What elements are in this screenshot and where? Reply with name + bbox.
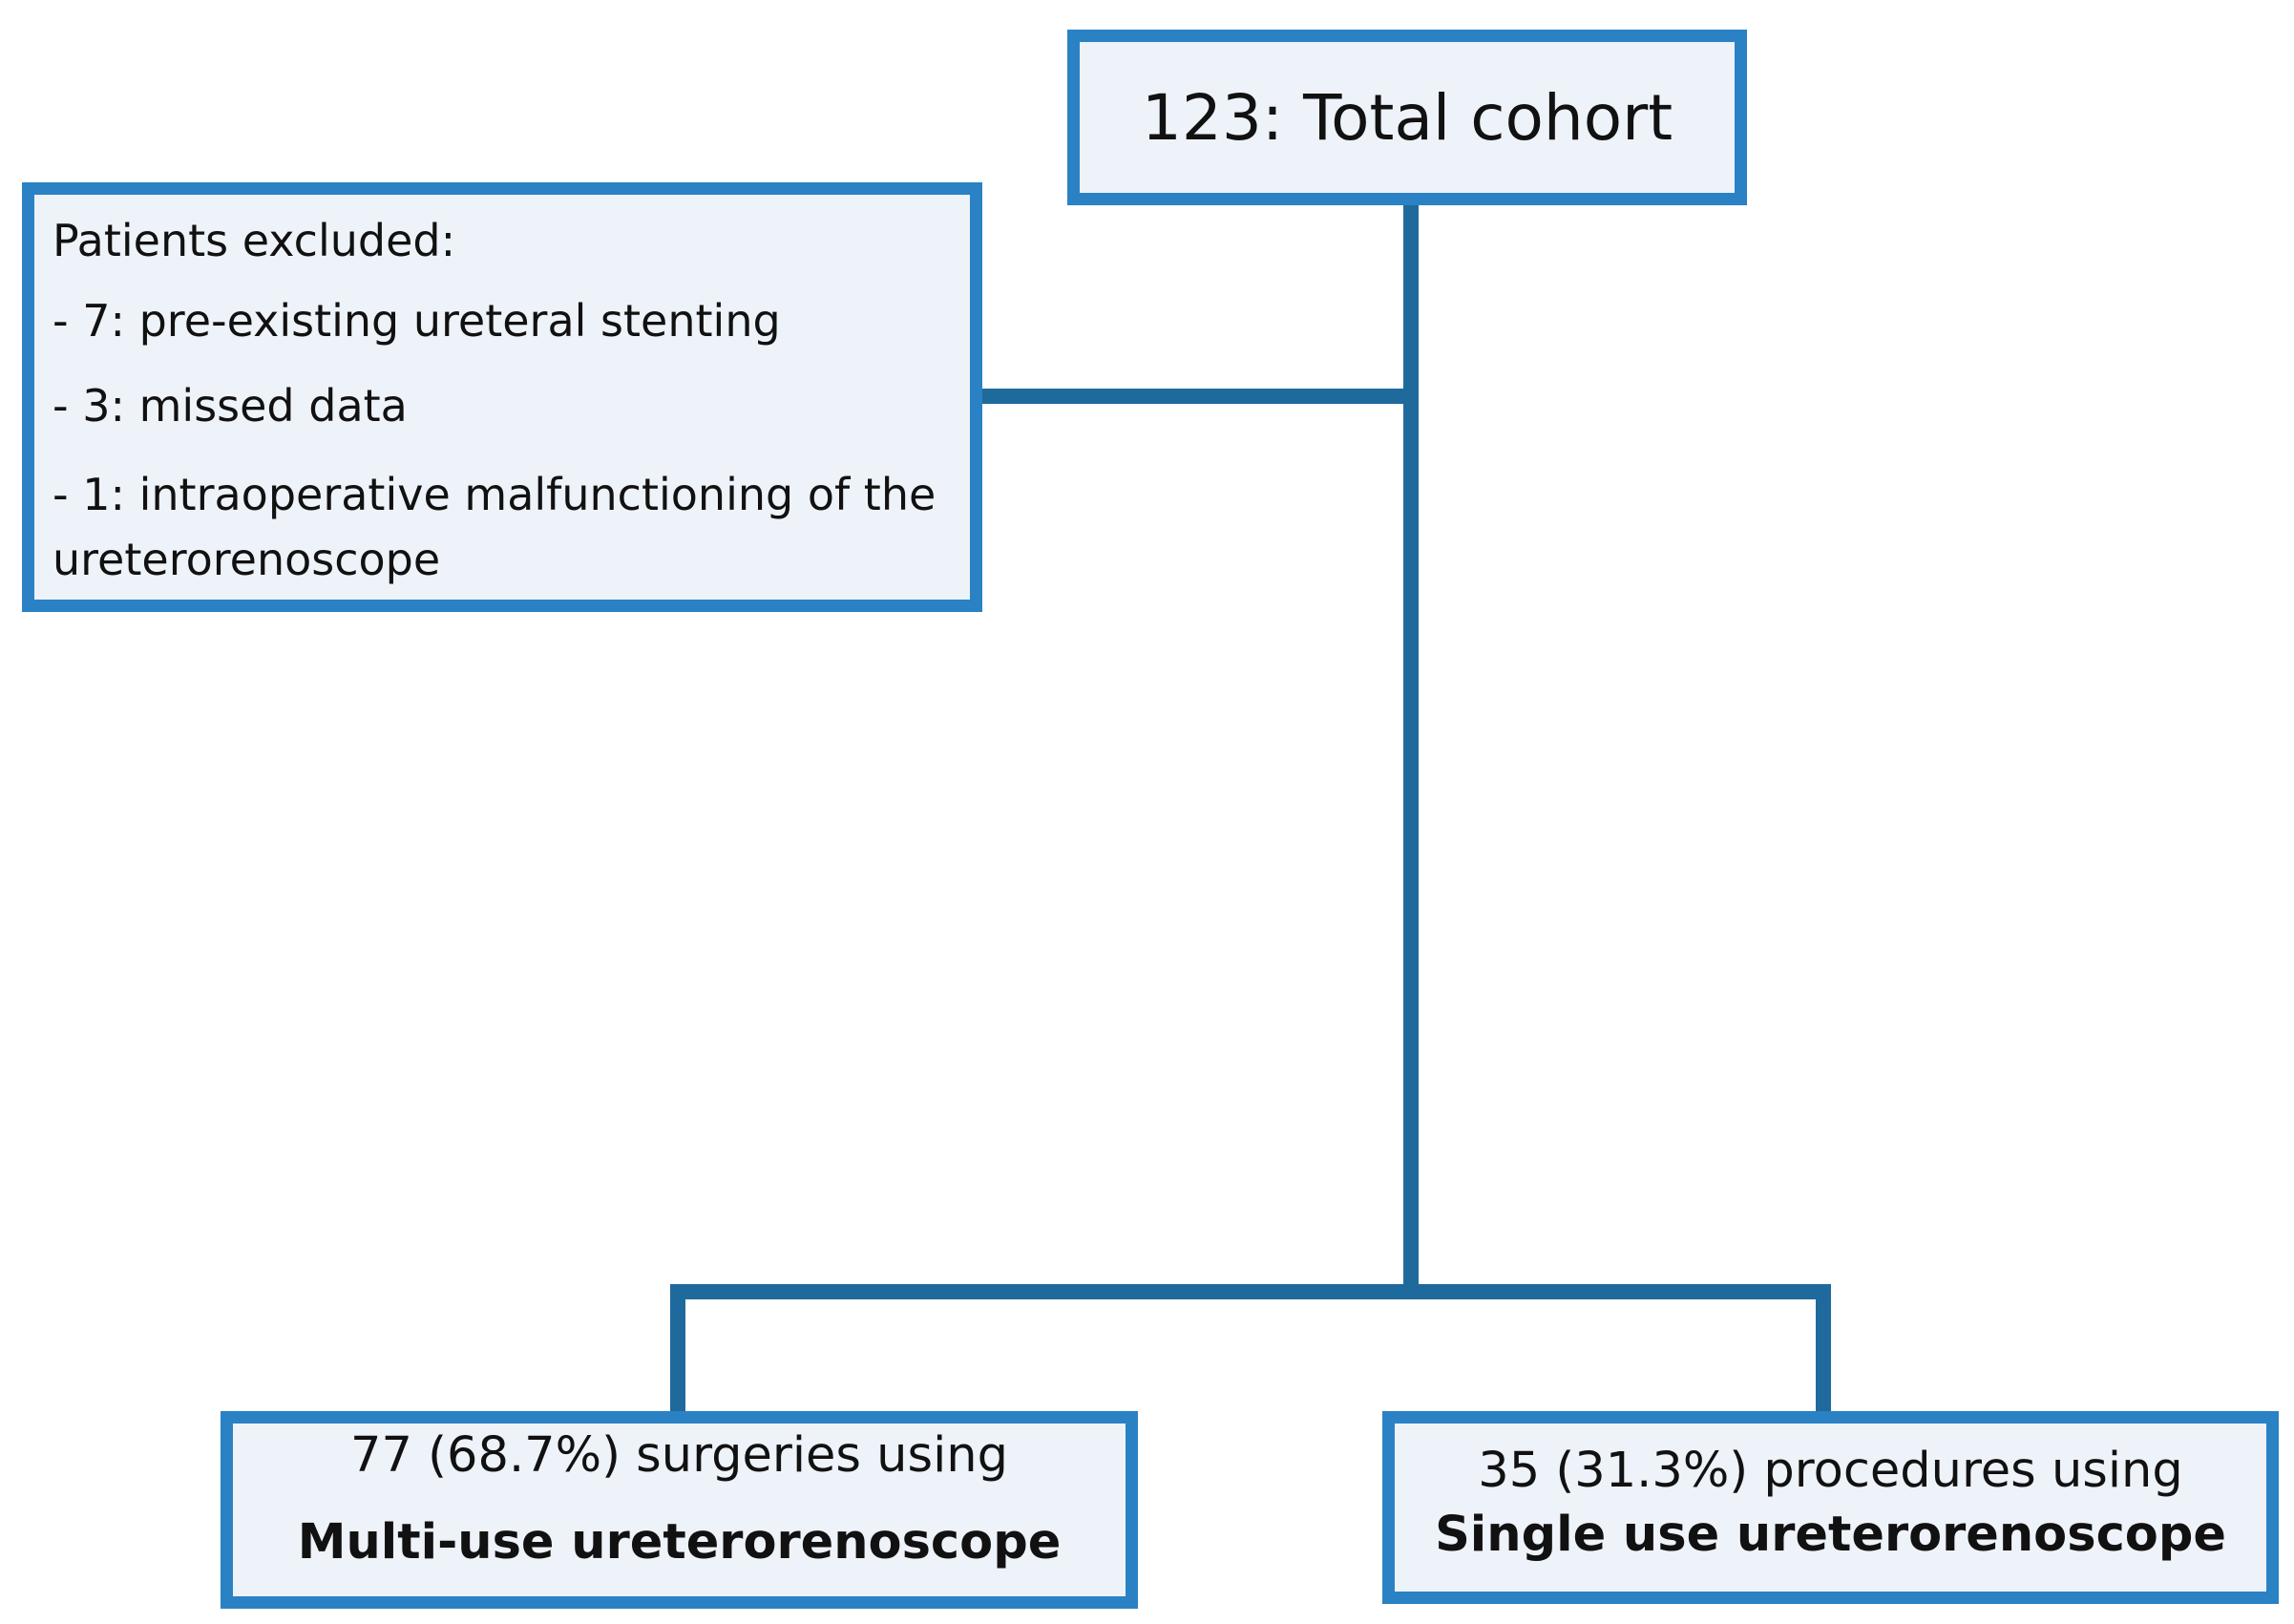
exclusion-branch-connector <box>982 389 1419 404</box>
split-connector <box>670 1284 1831 1299</box>
excluded-patients-box: Patients excluded: - 7: pre-existing ure… <box>22 182 982 612</box>
multi-use-scope: Multi-use ureterorenoscope <box>297 1514 1062 1571</box>
excluded-item-missed-data: - 3: missed data <box>53 380 408 432</box>
multi-use-count: 77 (68.7%) surgeries using <box>350 1427 1008 1484</box>
multi-use-group-box: 77 (68.7%) surgeries using Multi-use ure… <box>221 1411 1138 1609</box>
excluded-heading: Patients excluded: <box>53 215 456 266</box>
trunk-connector <box>1403 205 1419 1299</box>
total-cohort-label: 123: Total cohort <box>1141 80 1673 155</box>
single-use-drop-connector <box>1816 1284 1831 1411</box>
excluded-item-stenting: - 7: pre-existing ureteral stenting <box>53 295 781 347</box>
single-use-group-box: 35 (31.3%) procedures using Single use u… <box>1382 1411 2279 1604</box>
single-use-scope: Single use ureterorenoscope <box>1435 1507 2226 1563</box>
multi-use-drop-connector <box>670 1284 685 1411</box>
total-cohort-box: 123: Total cohort <box>1067 30 1747 205</box>
excluded-item-malfunction: - 1: intraoperative malfunctioning of th… <box>53 469 937 585</box>
single-use-count: 35 (31.3%) procedures using <box>1478 1443 2183 1499</box>
